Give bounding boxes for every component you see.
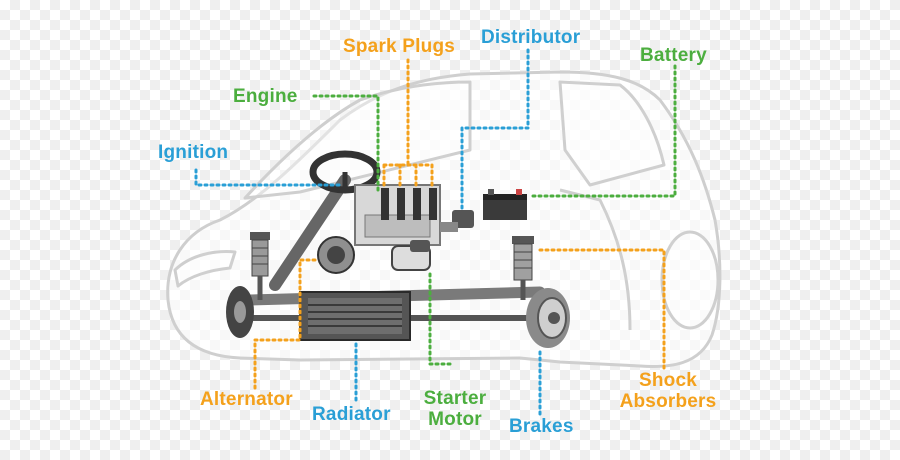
starter-motor-leader <box>428 270 452 366</box>
battery-leader <box>530 64 677 198</box>
starter-motor-part <box>391 240 431 271</box>
right-shock-absorber <box>512 236 534 300</box>
spark-plugs-leader <box>382 58 434 190</box>
label-starter-motor: Starter Motor <box>420 388 490 430</box>
label-radiator: Radiator <box>312 404 391 425</box>
front-left-brake <box>226 286 254 338</box>
label-starter-motor-line2: Motor <box>428 409 482 430</box>
label-shock-absorbers-line1: Shock <box>638 370 698 391</box>
distributor-leader <box>460 48 530 214</box>
radiator-part <box>299 291 411 341</box>
car-front-lights <box>173 250 237 288</box>
car-side-window <box>558 80 666 187</box>
engine-leader <box>312 94 380 192</box>
distributor-part <box>440 210 474 232</box>
label-brakes: Brakes <box>509 416 574 437</box>
spark-plugs-part <box>381 188 437 220</box>
label-battery: Battery <box>640 45 707 66</box>
label-ignition: Ignition <box>158 142 229 163</box>
car-door-line <box>559 188 632 331</box>
leader-lines <box>194 48 677 416</box>
left-shock-absorber <box>250 232 270 300</box>
alternator-leader <box>253 258 320 390</box>
label-engine: Engine <box>233 86 298 107</box>
battery-part <box>483 189 527 220</box>
front-right-brake <box>526 288 570 348</box>
label-shock-absorbers-line2: Absorbers <box>619 391 717 412</box>
label-spark-plugs: Spark Plugs <box>343 36 456 57</box>
ignition-leader <box>194 168 342 187</box>
label-shock-absorbers: Shock Absorbers <box>613 370 723 412</box>
label-distributor: Distributor <box>481 27 581 48</box>
steering-column <box>269 174 351 291</box>
alternator-part <box>317 236 355 274</box>
chassis <box>226 150 570 348</box>
car-windshield <box>243 80 472 200</box>
label-alternator: Alternator <box>200 389 293 410</box>
label-starter-motor-line1: Starter <box>423 388 487 409</box>
shock-absorbers-leader <box>534 248 666 370</box>
rear-wheel-arch <box>660 230 720 330</box>
